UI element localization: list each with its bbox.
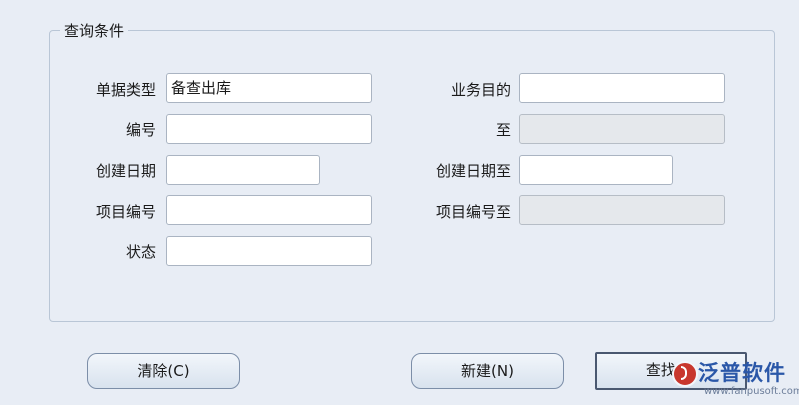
clear-button[interactable]: 清除(C)	[87, 353, 240, 389]
project-no-input[interactable]	[166, 195, 372, 225]
number-label: 编号	[125, 121, 156, 139]
status-input[interactable]	[166, 236, 372, 266]
number-to-label: 至	[495, 121, 511, 139]
project-no-label: 项目编号	[95, 203, 156, 221]
status-label: 状态	[125, 243, 156, 261]
created-date-to-input[interactable]	[519, 155, 673, 185]
created-date-input[interactable]	[166, 155, 320, 185]
new-button[interactable]: 新建(N)	[411, 353, 564, 389]
watermark-url: www.fanpusoft.com	[704, 386, 799, 397]
created-date-label: 创建日期	[95, 162, 156, 180]
watermark-text: 泛普软件	[698, 361, 786, 385]
watermark-logo-icon	[672, 361, 698, 387]
number-input[interactable]	[166, 114, 372, 144]
project-no-to-input[interactable]	[519, 195, 725, 225]
find-button[interactable]: 查找(F)	[595, 352, 747, 390]
doc-type-label: 单据类型	[95, 81, 156, 99]
doc-type-input[interactable]: 备查出库	[166, 73, 372, 103]
query-conditions-group	[49, 30, 775, 322]
watermark: 泛普软件 www.fanpusoft.com	[670, 355, 799, 401]
biz-purpose-input[interactable]	[519, 73, 725, 103]
project-no-to-label: 项目编号至	[435, 203, 511, 221]
number-to-input[interactable]	[519, 114, 725, 144]
query-conditions-title: 查询条件	[60, 20, 129, 41]
created-date-to-label: 创建日期至	[435, 162, 511, 180]
biz-purpose-label: 业务目的	[450, 81, 511, 99]
